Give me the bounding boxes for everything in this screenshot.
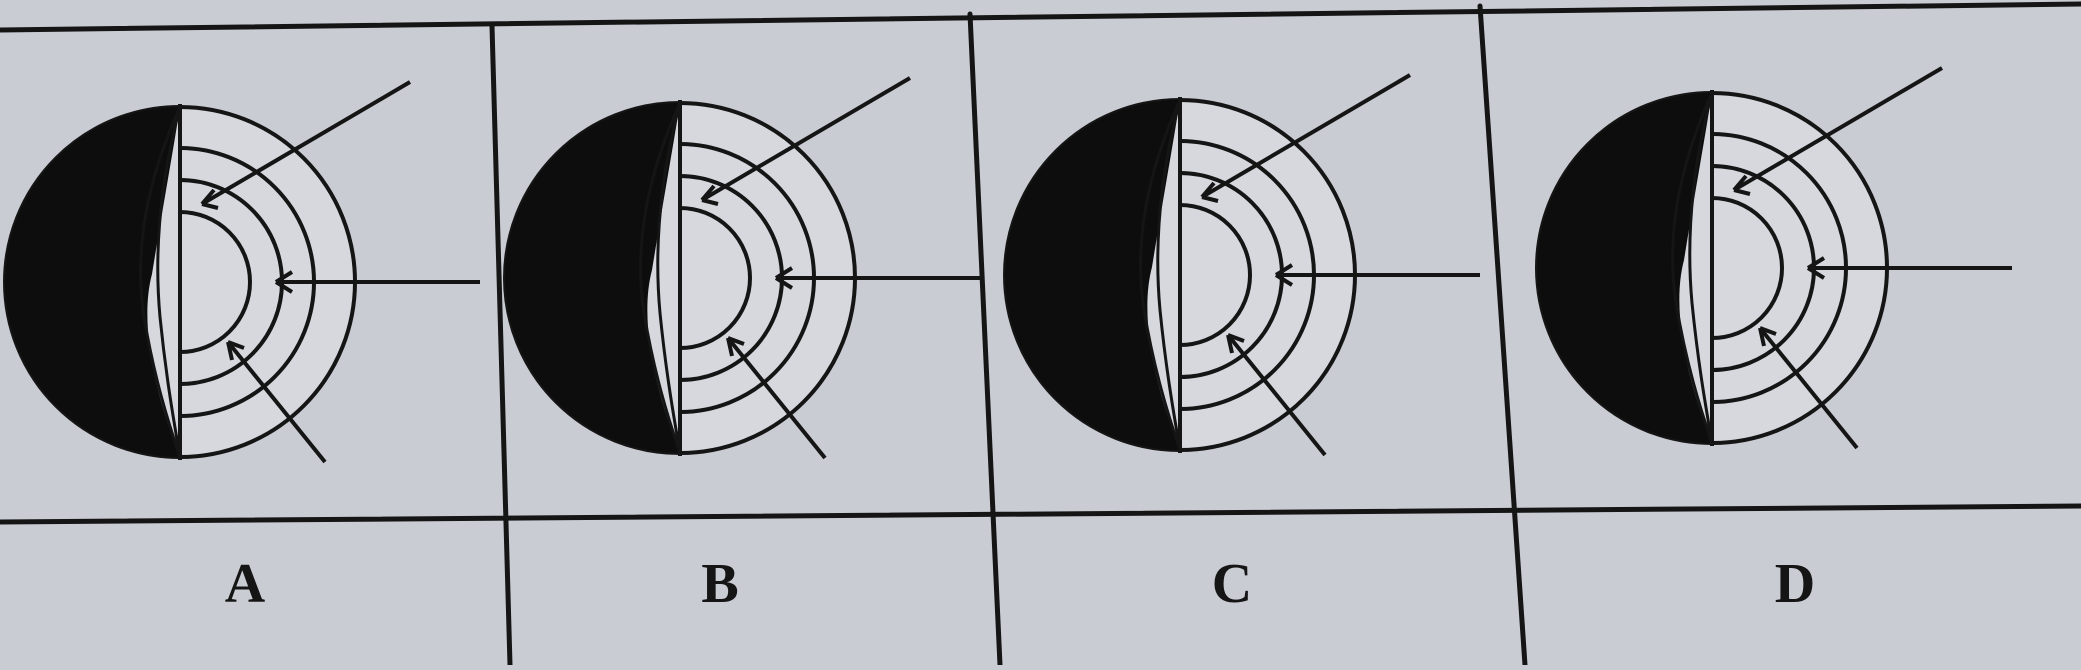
moon-phase-diagram-b [503,76,982,460]
moon-phase-diagram-d [1535,66,2014,450]
row-divider [0,503,2081,525]
moon-phase-diagram-a [3,80,482,464]
column-divider-1 [489,23,513,668]
option-label-b[interactable]: B [701,553,739,615]
column-divider-3 [1477,3,1528,668]
option-label-c[interactable]: C [1211,553,1253,615]
top-border [0,1,2081,33]
option-label-a[interactable]: A [224,553,266,615]
option-label-d[interactable]: D [1774,553,1816,615]
moon-phase-diagram-c [1003,73,1482,457]
column-divider-2 [967,11,1003,668]
